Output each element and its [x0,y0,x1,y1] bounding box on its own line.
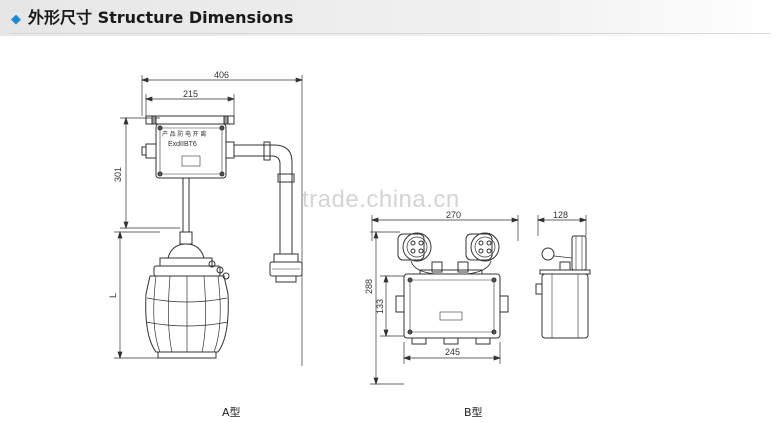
side-lamp-head [571,235,587,271]
dim-L: L [108,230,170,360]
caption-model-a: A型 [222,406,241,419]
model-b-side-drawing: 128 [535,210,591,339]
dim-245-label: 245 [445,347,460,357]
emergency-box [403,273,501,339]
watermark: trade.china.cn [302,186,460,213]
left-lamp-head [397,232,437,275]
dim-270-label: 270 [446,210,461,220]
section-header: ◆ 外形尺寸 Structure Dimensions [0,0,780,36]
horizontal-pipe [234,144,293,186]
dim-133: 133 [375,274,404,338]
lamp-bottom-ring [157,351,217,359]
dim-288-label: 288 [364,279,374,294]
dim-406: 406 [140,70,304,366]
nameplate-line1: 产 品 防 电 开 离 [162,130,206,138]
dimension-drawing: 406 215 301 L [108,70,591,386]
dim-128: 128 [536,210,588,236]
dim-L-label: L [108,293,118,298]
nameplate-line2: ExdIIBT6 [168,141,197,148]
dim-301-label: 301 [113,167,123,182]
right-gland [225,141,235,159]
lamp-guard [145,275,229,353]
header-divider [10,33,770,34]
dim-288: 288 [364,230,404,386]
right-lamp-head [465,232,500,275]
dim-215-label: 215 [183,89,198,99]
dim-406-label: 406 [214,70,229,80]
mounting-bracket [145,115,235,125]
caption-model-b: B型 [464,406,483,419]
dim-128-label: 128 [553,210,568,220]
dim-270: 270 [370,210,520,241]
dim-133-label: 133 [375,299,385,314]
dim-245: 245 [402,342,502,364]
model-b-front-drawing: 270 288 [364,210,520,386]
diamond-bullet-icon: ◆ [11,11,21,26]
lamp-cap [167,243,205,259]
left-gland [145,143,157,159]
side-box [541,273,589,339]
section-title: 外形尺寸 Structure Dimensions [28,8,294,27]
model-a-drawing: 406 215 301 L [108,70,304,366]
dim-301: 301 [113,116,180,230]
dim-215: 215 [144,89,236,116]
